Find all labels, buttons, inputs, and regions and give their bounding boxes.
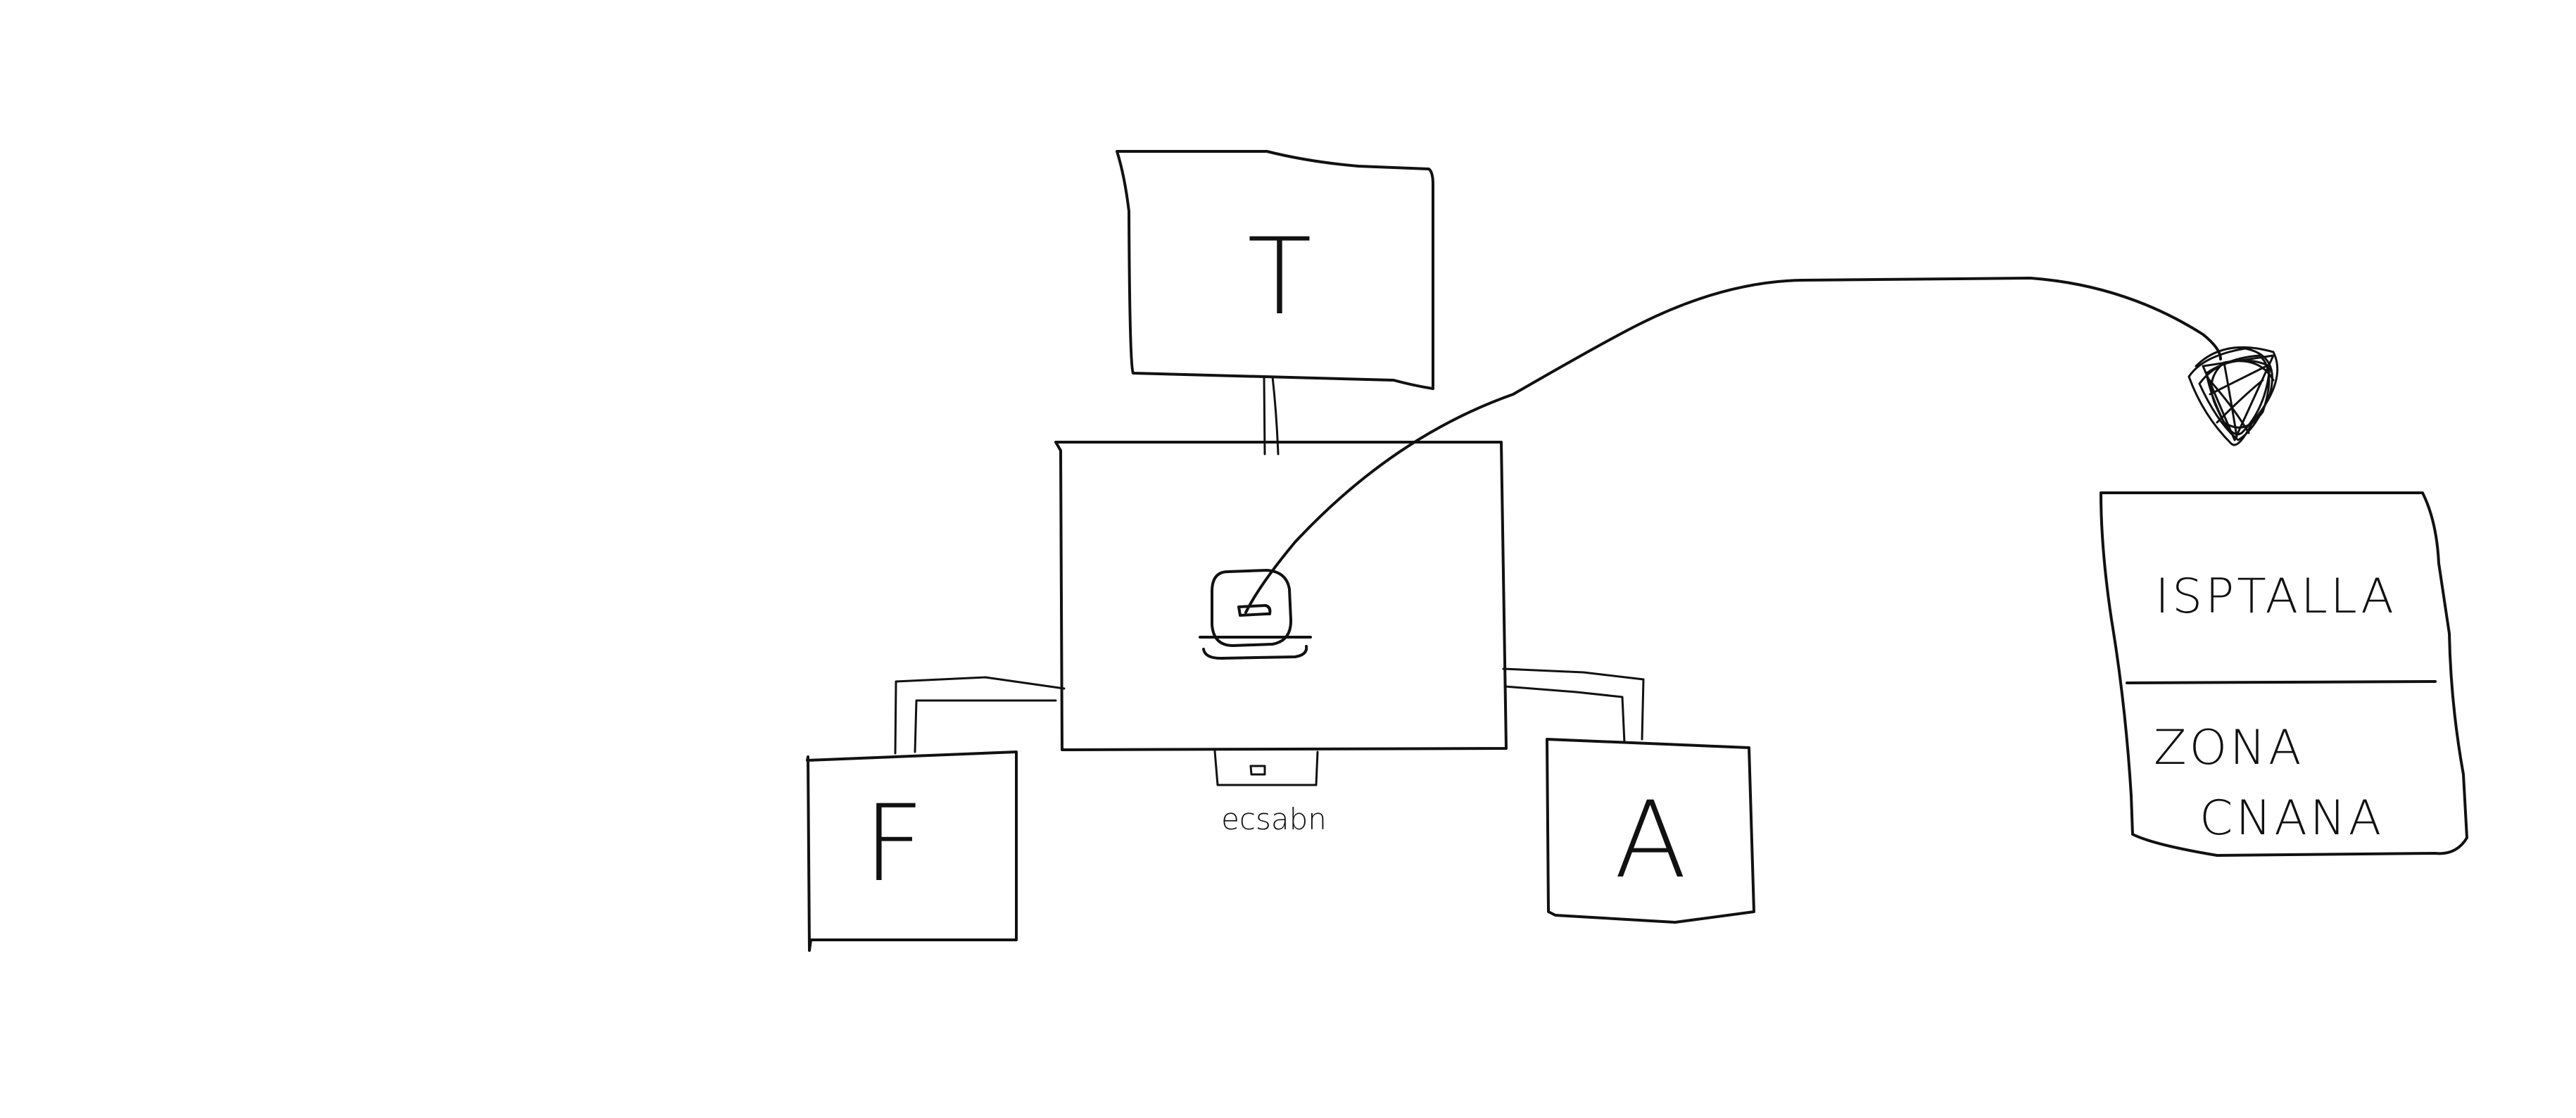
left-block: F xyxy=(806,750,1018,952)
left-block-label: F xyxy=(864,783,924,905)
side-panel-lower-line1: ZONA xyxy=(2154,720,2304,776)
center-block xyxy=(1054,441,1508,751)
right-connector xyxy=(1502,667,1645,744)
side-panel-lower-line2: CNANA xyxy=(2199,791,2384,846)
top-block: T xyxy=(1116,150,1434,390)
side-panel-upper-text: ISPTALLA xyxy=(2155,569,2397,624)
top-block-label: T xyxy=(1247,216,1312,339)
right-block: A xyxy=(1546,738,1755,924)
scribble-blob-icon xyxy=(2187,346,2279,446)
side-panel-divider xyxy=(2126,680,2437,684)
left-connector xyxy=(894,676,1066,755)
under-center-tab: ecsabn xyxy=(1213,750,1327,836)
left-block-outline xyxy=(806,750,1018,952)
right-block-outline xyxy=(1546,738,1755,924)
rounded-square-symbol-icon xyxy=(1199,569,1312,660)
center-block-outline xyxy=(1054,441,1508,751)
top-block-outline xyxy=(1116,150,1434,390)
under-center-label: ecsabn xyxy=(1221,802,1327,836)
curved-connector xyxy=(1244,277,2222,614)
right-block-label: A xyxy=(1615,779,1687,902)
side-panel-outline xyxy=(2100,491,2468,857)
side-panel: ISPTALLA ZONA CNANA xyxy=(2100,491,2468,857)
